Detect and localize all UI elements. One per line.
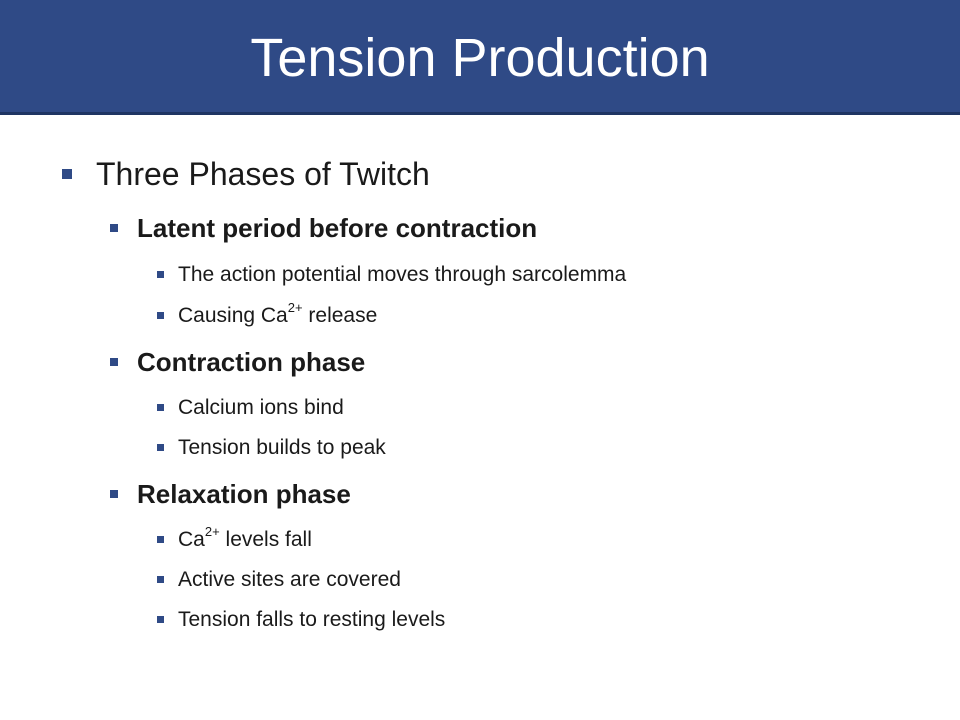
square-bullet-icon: [62, 169, 72, 179]
phase-label: Contraction phase: [137, 347, 366, 377]
point-text: The action potential moves through sarco…: [178, 263, 627, 286]
square-bullet-icon: [157, 312, 164, 319]
square-bullet-icon: [110, 358, 118, 366]
point-text: Causing Ca2+ release: [178, 300, 378, 327]
point-text: Tension falls to resting levels: [178, 608, 446, 631]
square-bullet-icon: [110, 224, 118, 232]
square-bullet-icon: [110, 490, 118, 498]
point-text: Tension builds to peak: [178, 436, 386, 459]
square-bullet-icon: [157, 576, 164, 583]
heading-text: Three Phases of Twitch: [96, 156, 430, 192]
square-bullet-icon: [157, 444, 164, 451]
slide-title: Tension Production: [250, 28, 710, 88]
point-text: Ca2+ levels fall: [178, 524, 312, 551]
phase-label: Latent period before contraction: [137, 213, 538, 243]
point-text: Calcium ions bind: [178, 396, 344, 419]
square-bullet-icon: [157, 536, 164, 543]
superscript: 2+: [204, 524, 220, 539]
phase-label: Relaxation phase: [137, 479, 351, 509]
square-bullet-icon: [157, 271, 164, 278]
title-bar: Tension Production: [0, 0, 960, 115]
square-bullet-icon: [157, 404, 164, 411]
superscript: 2+: [287, 300, 303, 315]
point-text: Active sites are covered: [178, 568, 401, 591]
square-bullet-icon: [157, 616, 164, 623]
